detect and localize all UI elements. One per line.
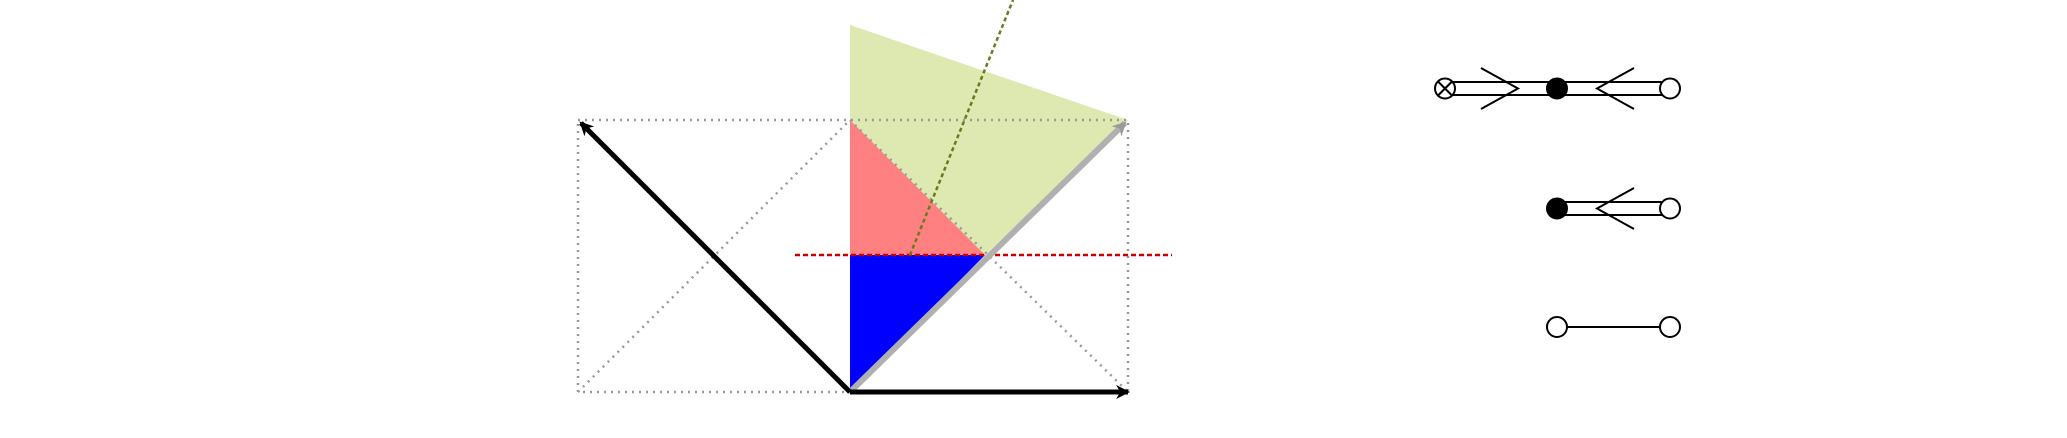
dynkin-row-bottom <box>1546 316 1681 338</box>
black-upper-left-arrow <box>579 121 852 394</box>
empty-node <box>1659 77 1681 100</box>
dynkin-row-top <box>1434 67 1681 110</box>
bond-arrowhead-left <box>1594 67 1635 110</box>
grey-diagonal-arrow <box>847 120 1128 395</box>
empty-node <box>1659 316 1681 338</box>
bond-arrowhead-right <box>1480 67 1521 110</box>
red-region <box>850 120 985 255</box>
dotted-diagonal-left <box>577 119 851 393</box>
dotted-diagonal-right <box>849 119 1129 393</box>
olive-dashed-line <box>908 0 1015 256</box>
empty-node <box>1659 197 1681 220</box>
filled-node <box>1546 77 1568 100</box>
bond-arrowhead-left <box>1594 187 1635 230</box>
filled-node <box>1546 197 1568 220</box>
empty-node <box>1546 316 1568 338</box>
root-system-figure <box>576 0 1172 399</box>
dynkin-diagrams <box>1434 67 1681 338</box>
cross-stroke-b <box>1437 80 1453 97</box>
dynkin-row-middle <box>1546 187 1681 230</box>
